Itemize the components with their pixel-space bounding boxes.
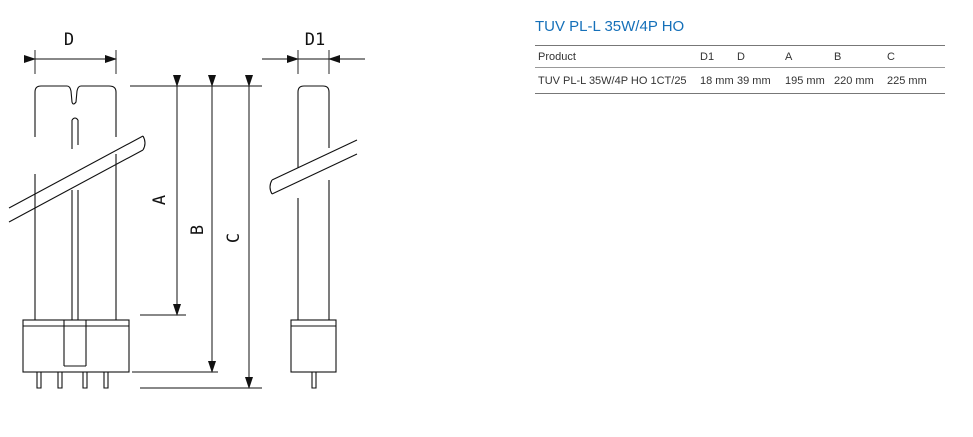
dimension-lines	[24, 55, 365, 389]
col-header-c: C	[887, 50, 895, 63]
dim-label-d1: D1	[305, 30, 325, 50]
col-header-product: Product	[538, 50, 576, 63]
col-header-a: A	[785, 50, 793, 63]
col-header-b: B	[834, 50, 842, 63]
spec-title: TUV PL-L 35W/4P HO	[535, 18, 685, 35]
extension-lines	[34, 50, 330, 389]
dim-label-c: C	[224, 233, 244, 243]
spec-header-row: Product D1 D A B C	[535, 45, 945, 68]
dim-label-b: B	[188, 225, 208, 235]
spec-table: Product D1 D A B C TUV PL-L 35W/4P HO 1C…	[535, 45, 945, 94]
col-header-d1: D1	[700, 50, 715, 63]
dim-label-d: D	[64, 30, 74, 50]
cell-product: TUV PL-L 35W/4P HO 1CT/25	[538, 74, 687, 87]
lamp-front-view	[8, 85, 146, 389]
cell-c: 225 mm	[887, 74, 927, 87]
cell-a: 195 mm	[785, 74, 825, 87]
cell-d: 39 mm	[737, 74, 771, 87]
col-header-d: D	[737, 50, 745, 63]
dim-label-a: A	[150, 195, 170, 205]
lamp-side-view	[269, 85, 358, 389]
cell-b: 220 mm	[834, 74, 874, 87]
cell-d1: 18 mm	[700, 74, 734, 87]
table-row: TUV PL-L 35W/4P HO 1CT/25 18 mm 39 mm 19…	[535, 68, 945, 94]
spec-panel: TUV PL-L 35W/4P HO Product D1 D A B C TU…	[535, 18, 945, 94]
